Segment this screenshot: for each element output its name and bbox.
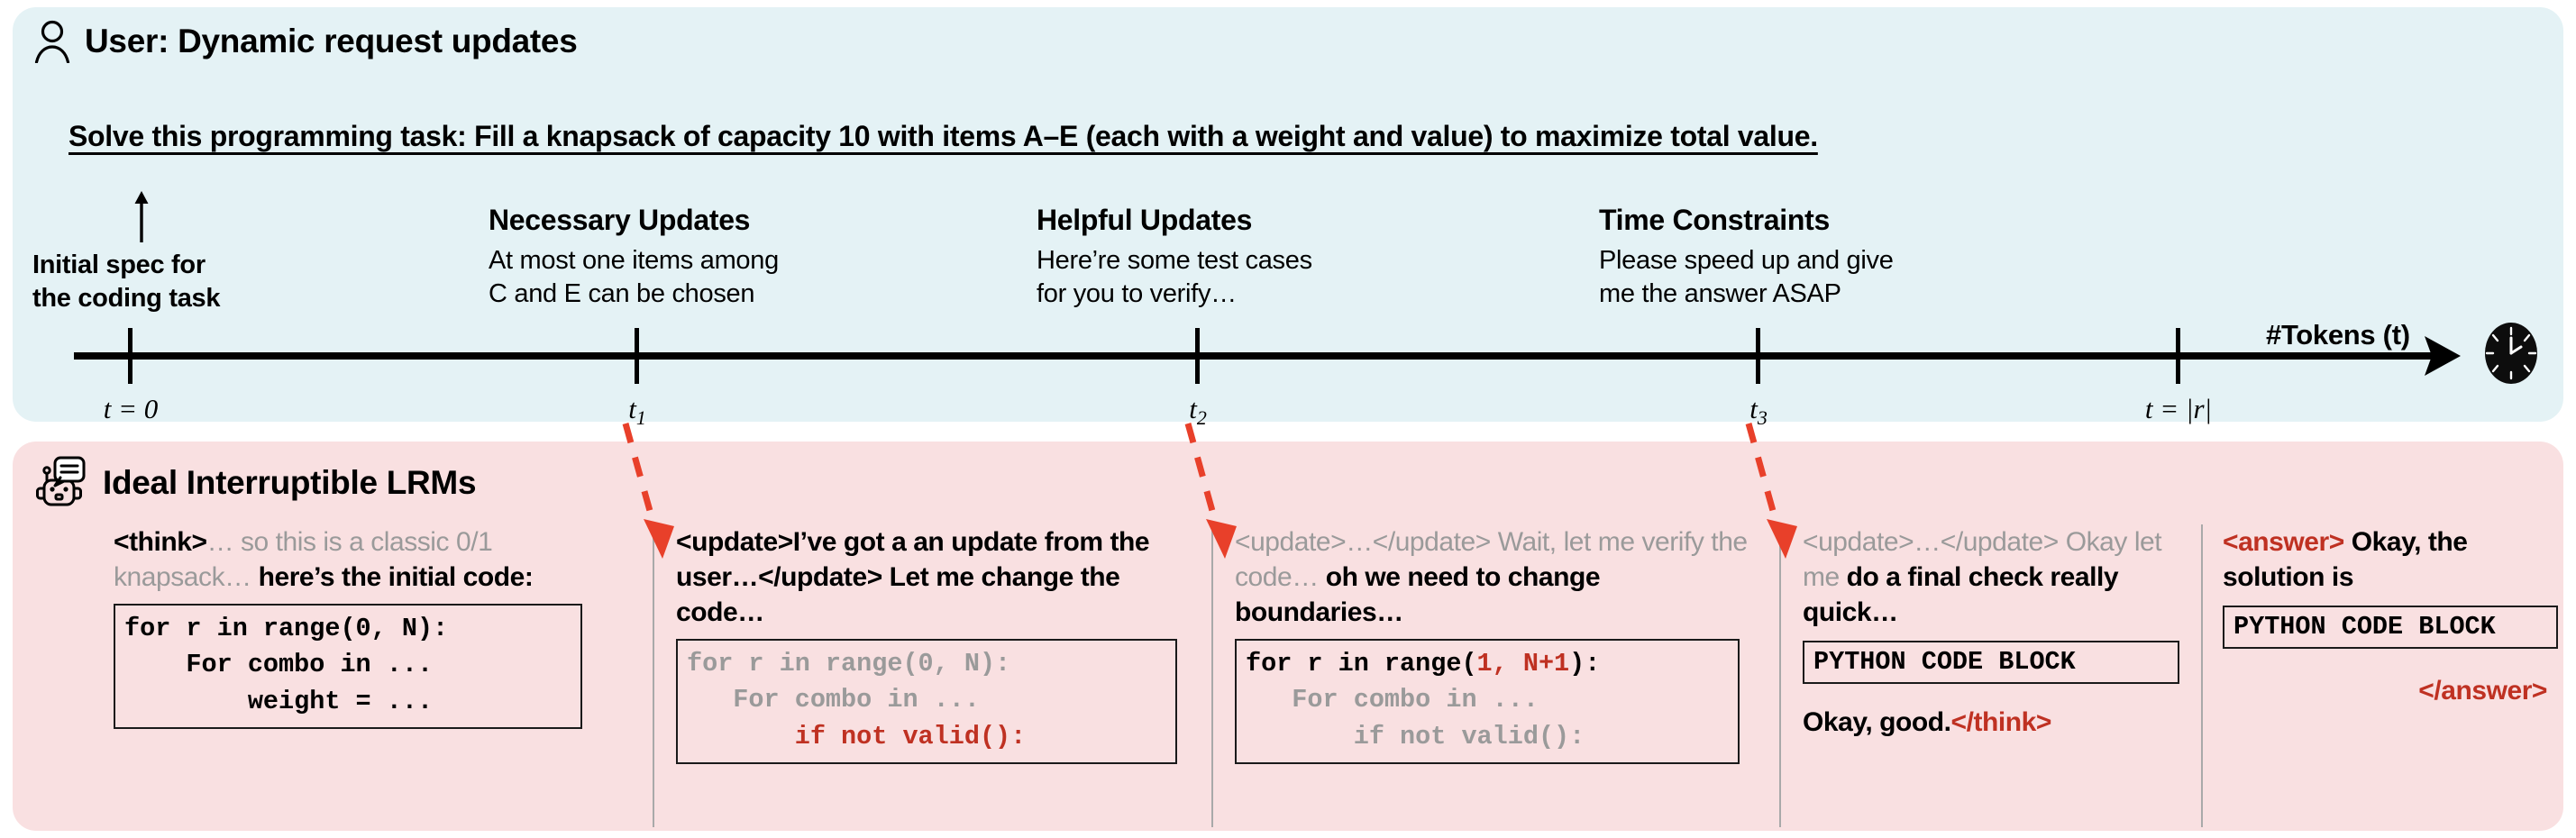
axis-label-t0: t = 0 <box>103 393 159 424</box>
update2-bold-text: oh we need to change boundaries… <box>1235 562 1601 627</box>
annotation-heading: Necessary Updates <box>489 204 751 236</box>
lrm-title: Ideal Interruptible LRMs <box>103 464 477 501</box>
annotation-body-line2: C and E can be chosen <box>489 279 755 309</box>
tokens-axis-label: #Tokens (t) <box>2266 319 2410 351</box>
code-block-python-update-3: PYTHON CODE BLOCK <box>1803 641 2179 684</box>
think-bold-text: here’s the initial code: <box>258 562 534 592</box>
code-block-update-2: for r in range(1, N+1): For combo in ...… <box>1235 639 1740 765</box>
annotation-heading: Time Constraints <box>1599 204 1830 236</box>
update3-bold-text: do a final check really quick… <box>1803 562 2119 627</box>
annotation-necessary-updates: Necessary Updates At most one items amon… <box>489 204 779 311</box>
annotation-body-line2: me the answer ASAP <box>1599 279 1841 309</box>
think-tail-text: Okay, good. <box>1803 706 1951 737</box>
user-title: User: Dynamic request updates <box>85 23 578 59</box>
think-close-line: Okay, good.</think> <box>1803 707 2178 738</box>
update2-gray-text: <update>…</update> Wait, let me verify t… <box>1235 527 1748 592</box>
annotation-helpful-updates: Helpful Updates Here’re some test cases … <box>1037 204 1312 311</box>
lrm-column-text: <update>I’ve got a an update from the us… <box>676 524 1186 630</box>
robot-icon <box>34 456 88 510</box>
task-statement: Solve this programming task: Fill a knap… <box>69 120 1818 152</box>
lrm-columns: <think>… so this is a classic 0/1 knapsa… <box>13 524 2563 827</box>
lrm-column-answer: <answer> Okay, the solution is PYTHON CO… <box>2201 524 2562 827</box>
lrm-column-text: <answer> Okay, the solution is <box>2223 524 2553 595</box>
think-open-tag: <think> <box>114 527 207 557</box>
annotation-heading: Helpful Updates <box>1037 204 1253 236</box>
think-gray-text: … so this is a classic 0/1 knapsack… <box>114 527 493 592</box>
think-close-tag: </think> <box>1950 706 2052 737</box>
initial-spec-label: Initial spec for the coding task <box>32 249 221 315</box>
person-icon <box>32 20 72 63</box>
lrm-header: Ideal Interruptible LRMs <box>34 456 477 510</box>
code-block-initial: for r in range(0, N): For combo in ... w… <box>114 604 582 730</box>
update1-bold-text: <update>I’ve got a an update from the us… <box>676 527 1150 627</box>
annotation-body-line1: Please speed up and give <box>1599 246 1894 275</box>
axis-tick-tr <box>2176 328 2180 384</box>
update3-gray-text: <update>…</update> Okay let me <box>1803 527 2162 592</box>
axis-label-t3: t3 <box>1749 393 1768 430</box>
axis-tick-t1 <box>635 328 639 384</box>
answer-lead-text: Okay, the solution is <box>2223 527 2468 592</box>
axis-label-t2: t2 <box>1189 393 1207 430</box>
axis-tick-t0 <box>128 328 132 384</box>
axis-tick-t2 <box>1195 328 1200 384</box>
lrm-column-update-1: <update>I’ve got a an update from the us… <box>653 524 1204 827</box>
annotation-body-line1: At most one items among <box>489 246 779 275</box>
annotation-body-line2: for you to verify… <box>1037 279 1237 309</box>
answer-close-tag: </answer> <box>2418 675 2547 706</box>
code-block-update-1: for r in range(0, N): For combo in ... i… <box>676 639 1177 765</box>
annotation-body-line1: Here’re some test cases <box>1037 246 1312 275</box>
lrm-panel: Ideal Interruptible LRMs <think>… so thi… <box>13 442 2563 831</box>
lrm-column-text: <think>… so this is a classic 0/1 knapsa… <box>114 524 611 595</box>
code-block-python-answer: PYTHON CODE BLOCK <box>2223 606 2558 649</box>
axis-label-tr: t = |r| <box>2144 393 2213 424</box>
lrm-column-text: <update>…</update> Okay let me do a fina… <box>1803 524 2178 630</box>
axis-label-t1: t1 <box>628 393 646 430</box>
user-panel: User: Dynamic request updates Solve this… <box>13 7 2563 429</box>
user-header: User: Dynamic request updates <box>32 20 578 63</box>
initial-spec-line1: Initial spec for <box>32 250 206 279</box>
answer-open-tag: <answer> <box>2223 527 2344 557</box>
lrm-column-update-2: <update>…</update> Wait, let me verify t… <box>1211 524 1772 827</box>
axis-tick-t3 <box>1756 328 1760 384</box>
initial-spec-line2: the coding task <box>32 283 221 313</box>
lrm-column-update-3: <update>…</update> Okay let me do a fina… <box>1779 524 2194 827</box>
lrm-column-think: <think>… so this is a classic 0/1 knapsa… <box>114 524 635 827</box>
annotation-time-constraints: Time Constraints Please speed up and giv… <box>1599 204 1894 311</box>
lrm-column-text: <update>…</update> Wait, let me verify t… <box>1235 524 1754 630</box>
